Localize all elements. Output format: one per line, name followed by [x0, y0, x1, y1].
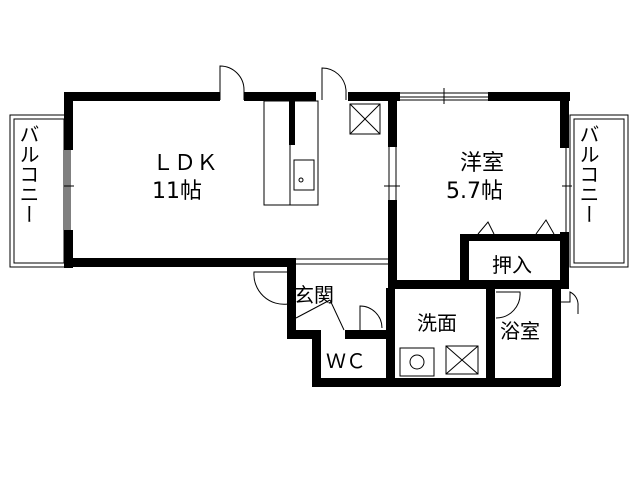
windows: [64, 88, 572, 265]
balcony-right: [565, 114, 629, 268]
toilet-name: ＷＣ: [326, 349, 366, 373]
western-room-size: 5.7帖: [446, 179, 503, 204]
balcony-left-name: バルコニー: [16, 124, 40, 224]
washroom-name: 洗面: [417, 311, 457, 335]
doors: [219, 65, 579, 330]
entrance-step: [295, 299, 345, 331]
walls: [64, 92, 570, 387]
western-room-name: 洋室: [460, 151, 504, 176]
ldk-size: 11帖: [152, 179, 202, 204]
balcony-left: [9, 114, 71, 268]
bathroom-name: 浴室: [500, 319, 540, 343]
balcony-right-name: バルコニー: [576, 124, 600, 224]
entrance-name: 玄関: [294, 283, 334, 307]
kitchen-counter: [263, 100, 381, 206]
closet-name: 押入: [492, 253, 532, 277]
washroom-fixtures: [399, 345, 479, 377]
ldk-name: ＬＤＫ: [152, 151, 218, 176]
